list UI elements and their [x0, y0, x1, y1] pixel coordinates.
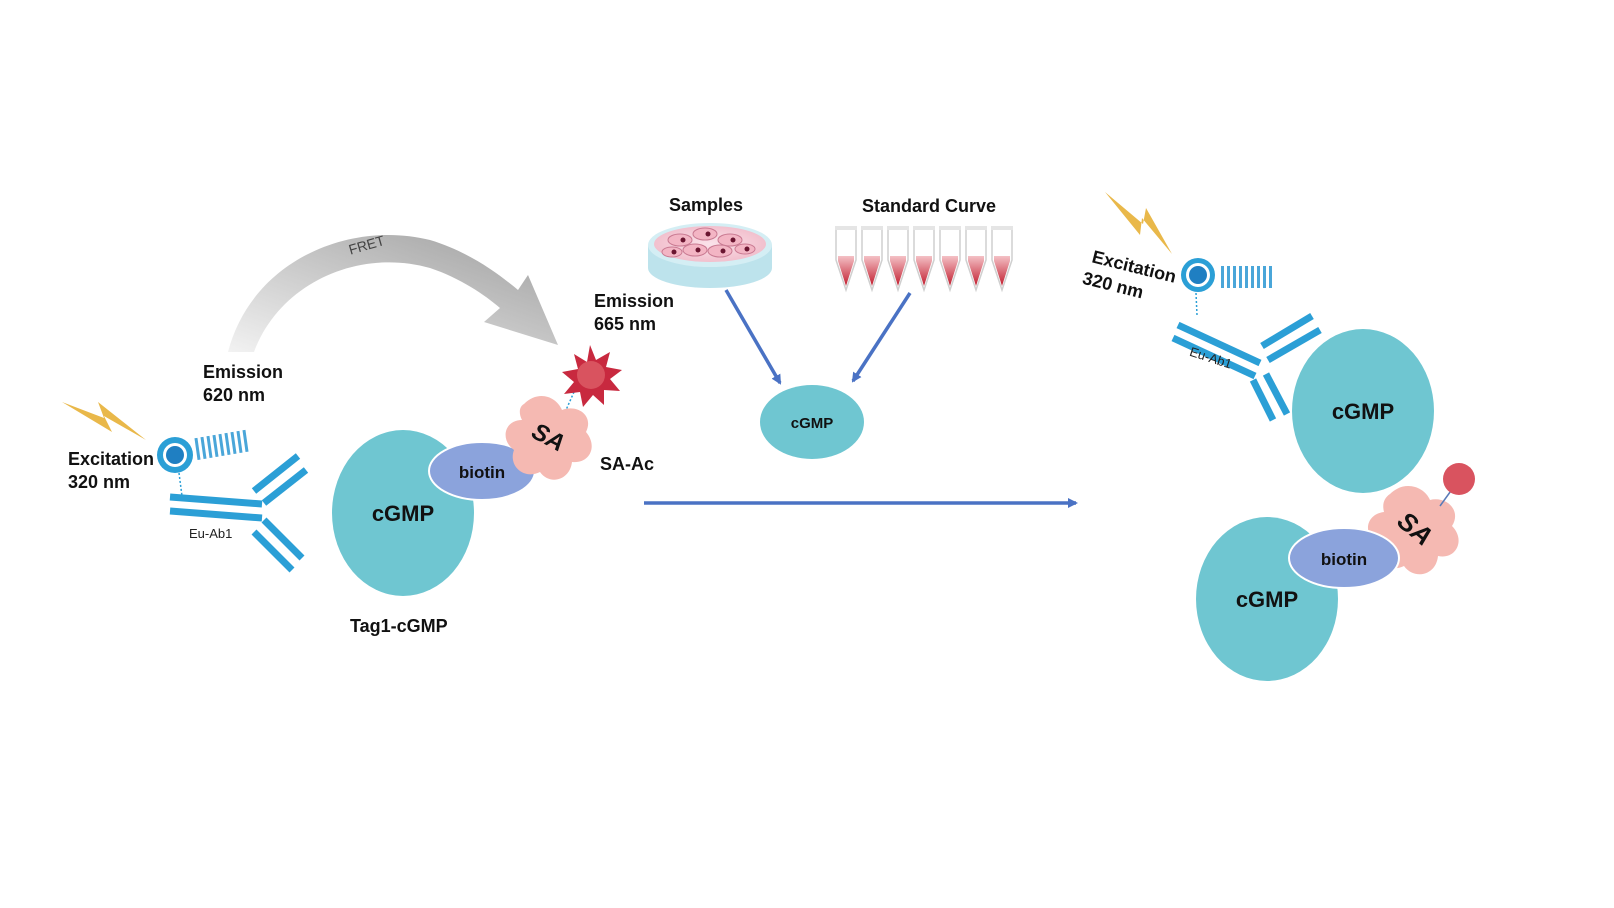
tag-label: Tag1-cGMP [350, 616, 448, 636]
antibody-icon [1171, 312, 1322, 422]
biotin-label: biotin [459, 463, 505, 482]
sa-blob [505, 396, 592, 480]
fret-arrow: FRET [228, 232, 558, 352]
biotin-blob [1288, 527, 1400, 589]
lightning-icon [62, 402, 146, 440]
biotin-label: biotin [1321, 550, 1367, 569]
samples-label: Samples [669, 195, 743, 215]
excitation-label: Excitation [68, 449, 154, 469]
petri-dish-icon [648, 223, 772, 288]
emission-620-value: 620 nm [203, 385, 265, 405]
emission-620-label: Emission [203, 362, 283, 382]
cgmp-label: cGMP [372, 501, 434, 526]
europium-donor-icon [1181, 258, 1272, 316]
standard-curve-tubes-icon [835, 226, 1013, 293]
samples-to-cgmp-arrow [724, 289, 782, 385]
emission-665-value: 665 nm [594, 314, 656, 334]
cgmp-bottom-label: cGMP [1236, 587, 1298, 612]
middle-section: Samples Standard Curve [644, 195, 1078, 508]
antibody-icon [169, 453, 309, 573]
right-complex: Excitation 320 nm [1081, 192, 1475, 681]
excitation-value: 320 nm [68, 472, 130, 492]
cgmp-top-label: cGMP [1332, 399, 1394, 424]
sa-ac-label: SA-Ac [600, 454, 654, 474]
acceptor-burst-icon [562, 345, 622, 407]
standard-curve-label: Standard Curve [862, 196, 996, 216]
acceptor-icon [1439, 463, 1475, 507]
left-complex: FRET Emission 620 nm Emission 665 nm Exc… [62, 232, 674, 636]
free-cgmp-blob [760, 385, 864, 459]
lightning-icon [1105, 192, 1172, 254]
emission-665-label: Emission [594, 291, 674, 311]
standards-to-cgmp-arrow [851, 292, 912, 383]
europium-donor-icon [157, 429, 249, 497]
free-cgmp-label: cGMP [791, 415, 834, 432]
cgmp-top-blob [1292, 329, 1434, 493]
antibody-label: Eu-Ab1 [189, 526, 232, 541]
